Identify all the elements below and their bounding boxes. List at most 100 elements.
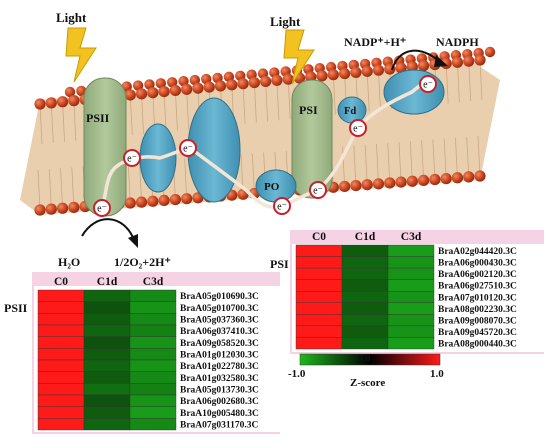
arrow-head-icon: [434, 55, 448, 67]
lipid-tail: [184, 158, 188, 199]
lipid-tail: [332, 74, 336, 115]
lipid-head: [350, 66, 362, 79]
column-header: C1d: [355, 231, 376, 243]
gene-label: BraA09g058520.3C: [180, 339, 259, 349]
lipid-head: [135, 196, 148, 208]
heatmap-cell: [295, 279, 343, 292]
gene-label: BraA06g037410.3C: [180, 327, 259, 337]
lipid-head: [56, 96, 69, 108]
lipid-head: [463, 171, 475, 183]
heatmap-cell: [129, 394, 177, 407]
lipid-tail: [378, 70, 381, 111]
lipid-head: [271, 74, 283, 86]
heatmap-cell: [387, 244, 435, 257]
lipid-tail: [353, 145, 357, 186]
lipid-head: [417, 60, 430, 72]
lipid-head: [316, 70, 328, 82]
heatmap-cell: [83, 406, 131, 419]
lipid-tail: [251, 153, 255, 194]
lipid-head: [144, 79, 155, 90]
lipid-head: [361, 179, 373, 191]
lipid-head: [372, 178, 385, 190]
zscore-colorbar: [299, 353, 441, 366]
lipid-head: [166, 77, 178, 88]
column-header: C0: [312, 231, 326, 243]
lipid-head: [64, 86, 76, 98]
lipid-head: [147, 195, 159, 207]
lipid-tail: [398, 142, 402, 183]
water-split-arrow: [81, 218, 135, 241]
electron-icon: e⁻: [123, 149, 141, 167]
column-header: C3d: [401, 231, 422, 243]
heatmap-cell: [341, 291, 389, 303]
heatmap-cell: [341, 256, 389, 269]
heatmap-cell: [37, 348, 85, 361]
lipid-tail: [62, 101, 65, 142]
heatmap-cell: [295, 267, 343, 280]
svg-text:e⁻: e⁻: [277, 202, 287, 213]
heatmap-cell: [295, 302, 343, 315]
lipid-head: [361, 65, 373, 77]
gene-label: BraA05g010700.3C: [180, 304, 259, 314]
svg-text:e⁻: e⁻: [423, 80, 433, 91]
psii-heatmap-cells: [37, 289, 177, 431]
svg-text:e⁻: e⁻: [313, 186, 323, 197]
heatmap-cell: [37, 359, 85, 372]
psi-column-headers: C0 C1d C3d: [312, 231, 422, 243]
electron-icon: e⁻: [93, 199, 111, 217]
light-bolt-icon: [283, 29, 315, 85]
lipid-tail: [129, 94, 133, 135]
heatmap-cell: [37, 336, 85, 349]
lipid-head: [463, 55, 475, 67]
lipid-head: [155, 78, 167, 89]
lipid-head: [169, 84, 181, 97]
lipid-head: [34, 98, 46, 110]
lipid-head: [339, 180, 351, 193]
heatmap-cell: [37, 406, 85, 419]
lipid-head: [147, 87, 159, 99]
lipid-head: [169, 193, 181, 206]
lipid-tail: [186, 89, 190, 130]
lipid-head: [440, 173, 452, 185]
electron-icon: e⁻: [419, 75, 437, 93]
lipid-tail: [139, 162, 142, 203]
heatmap-cell: [129, 324, 177, 337]
lipid-head: [68, 201, 80, 213]
arrow-head-icon: [128, 234, 138, 248]
heatmap-cell: [37, 418, 85, 431]
legend-mid-label: 0.0: [358, 354, 371, 365]
lipid-tail: [387, 142, 391, 183]
svg-text:e⁻: e⁻: [353, 124, 363, 135]
lipid-tail: [466, 136, 470, 177]
h2o-label: H₂O: [58, 255, 80, 269]
heatmap-cell: [341, 279, 389, 292]
legend-title: Z-score: [350, 377, 385, 389]
heatmap-cell: [387, 337, 435, 350]
lipid-tail: [287, 79, 291, 120]
heatmap-cell: [341, 244, 389, 257]
heatmap-cell: [37, 394, 85, 407]
lipid-tail: [174, 90, 178, 131]
lipid-head: [124, 89, 136, 101]
lipid-head: [135, 88, 148, 100]
gene-label: BraA05g010690.3C: [180, 292, 259, 302]
gene-label: BraA06g002680.3C: [180, 397, 259, 407]
nadp-label: NADP⁺+H⁺: [344, 35, 406, 49]
heatmap-cell: [295, 291, 343, 303]
lipid-tail: [265, 81, 269, 122]
lipid-head: [76, 85, 87, 97]
heatmap-cell: [83, 371, 131, 384]
electron-icon: e⁻: [349, 119, 367, 137]
gene-label: BraA08g000440.3C: [438, 340, 517, 350]
heatmap-cell: [387, 291, 435, 303]
heatmap-cell: [341, 314, 389, 327]
heatmap-cell: [129, 383, 177, 396]
heatmap-cell: [83, 289, 131, 302]
lipid-head: [68, 95, 80, 107]
lipid-head: [56, 202, 69, 214]
heatmap-cell: [83, 336, 131, 349]
lipid-head: [395, 176, 407, 188]
lipid-tail: [276, 80, 280, 121]
